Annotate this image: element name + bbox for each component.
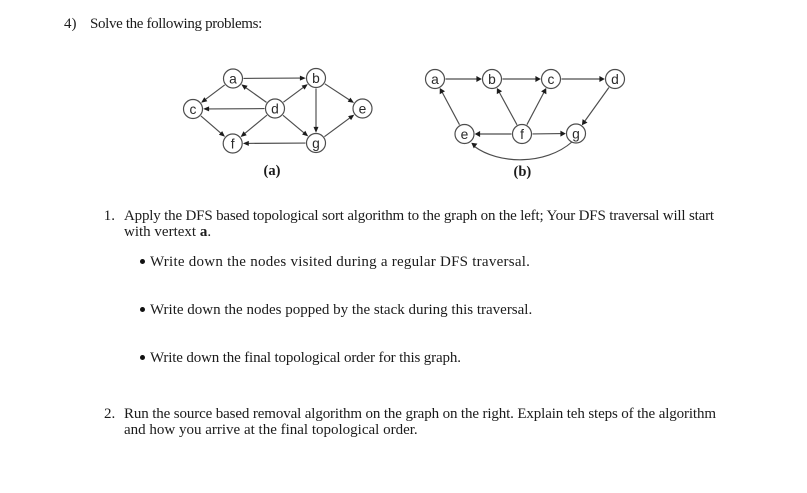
svg-text:f: f — [231, 136, 235, 151]
svg-text:f: f — [520, 127, 524, 142]
svg-text:c: c — [548, 72, 555, 87]
svg-text:b: b — [488, 72, 496, 87]
svg-text:b: b — [312, 71, 320, 86]
svg-text:g: g — [312, 136, 320, 151]
svg-text:e: e — [461, 127, 469, 142]
svg-text:d: d — [611, 72, 619, 87]
svg-text:a: a — [431, 72, 439, 87]
svg-text:e: e — [359, 101, 367, 116]
svg-text:d: d — [271, 101, 279, 116]
svg-text:a: a — [229, 71, 237, 86]
svg-text:c: c — [190, 102, 197, 117]
svg-text:g: g — [572, 126, 580, 141]
